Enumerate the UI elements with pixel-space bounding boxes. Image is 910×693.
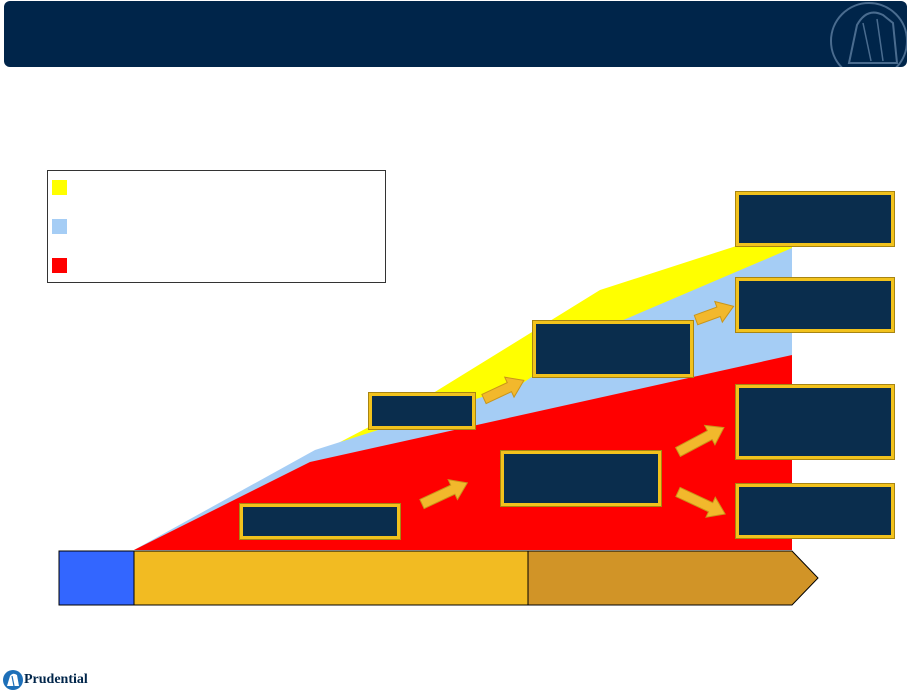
legend-swatch-red	[52, 258, 67, 273]
timeline-segment-1	[58, 550, 135, 606]
box-red-high-top	[736, 385, 894, 459]
header-bar	[4, 1, 907, 67]
box-red-high-bottom	[736, 484, 894, 538]
box-blue-low	[369, 393, 475, 429]
arrow-right-icon	[419, 479, 469, 510]
timeline-segment-3	[527, 550, 819, 606]
arrow-right-icon	[674, 424, 725, 458]
footer-brand: Prudential	[24, 672, 88, 687]
timeline-segment-2	[133, 550, 529, 606]
box-yellow-high	[736, 192, 894, 246]
arrow-right-icon	[675, 486, 726, 518]
legend-swatch-blue	[52, 219, 67, 234]
box-red-low	[240, 504, 400, 539]
arrow-right-icon	[481, 376, 525, 405]
box-red-mid	[501, 451, 661, 506]
rock-logo-icon	[830, 2, 907, 67]
box-blue-mid	[533, 321, 693, 377]
legend	[47, 170, 386, 283]
arrow-right-icon	[693, 300, 735, 326]
legend-swatch-yellow	[52, 180, 67, 195]
prudential-rock-icon	[3, 670, 23, 690]
box-blue-high	[736, 278, 894, 332]
